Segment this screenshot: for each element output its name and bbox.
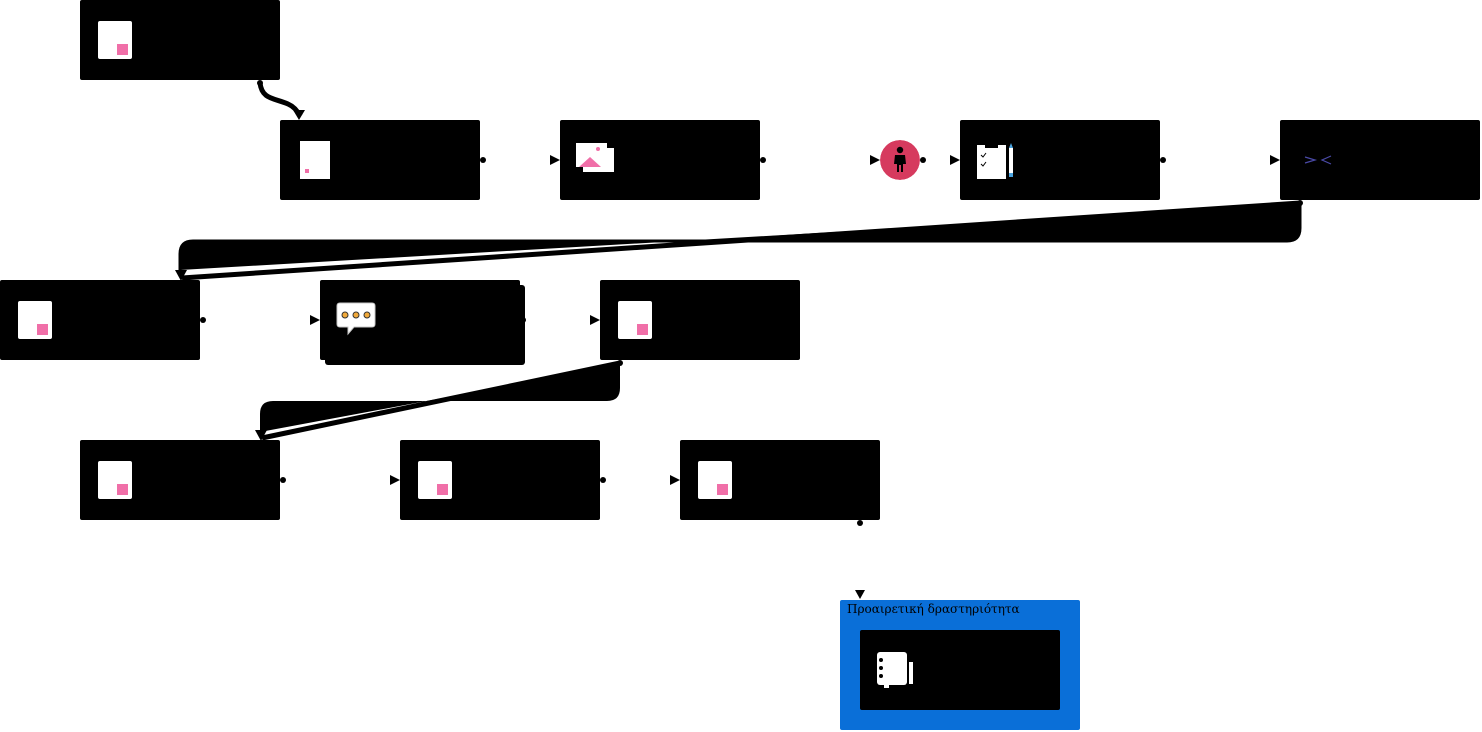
arrow-into-page-5 [255, 430, 267, 441]
notebook-pencil-icon [877, 652, 913, 688]
page-icon [618, 301, 652, 339]
node-page-6[interactable] [400, 440, 600, 520]
arrow-into-person-1 [870, 155, 880, 165]
arrow-into-code-1 [1270, 155, 1280, 165]
node-page-5[interactable] [80, 440, 280, 520]
node-page-7[interactable] [680, 440, 880, 520]
person-icon[interactable] [880, 140, 920, 180]
page-icon [98, 461, 132, 499]
node-page-4[interactable] [600, 280, 800, 360]
port-page-1-out [257, 80, 263, 86]
port-page-3-out [200, 317, 206, 323]
arrow-into-page-4 [590, 315, 600, 325]
connector-code-1-to-page-3-line [181, 200, 1301, 281]
node-notebook-1[interactable] [860, 630, 1060, 710]
port-page-6-out [600, 477, 606, 483]
group-label: Προαιρετική δραστηριότητα [847, 602, 1020, 616]
arrow-into-page-6 [390, 475, 400, 485]
port-page-2-out [480, 157, 486, 163]
small-page-icon [300, 141, 330, 179]
node-images-1[interactable] [560, 120, 760, 200]
arrow-into-images-1 [550, 155, 560, 165]
port-person-1-out [920, 157, 926, 163]
arrow-into-forum-1 [310, 315, 320, 325]
speech-bubble-icon [336, 302, 376, 336]
port-page-4-out [617, 360, 623, 366]
port-code-1-out [1297, 200, 1303, 206]
page-icon [698, 461, 732, 499]
node-page-2[interactable] [280, 120, 480, 200]
page-icon [18, 301, 52, 339]
node-forum-1[interactable] [320, 280, 520, 360]
node-code-1[interactable] [1280, 120, 1480, 200]
port-page-5-out [280, 477, 286, 483]
page-icon [98, 21, 132, 59]
arrow-into-page-7 [670, 475, 680, 485]
connector-page-4-to-page-5-line [261, 360, 621, 441]
node-assignment-1[interactable] [960, 120, 1160, 200]
port-images-1-out [760, 157, 766, 163]
arrow-into-assignment-1 [950, 155, 960, 165]
arrow-page-1-to-page-2 [293, 110, 305, 120]
port-page-7-out [857, 520, 863, 526]
port-assignment-1-out [1160, 157, 1166, 163]
page-icon [418, 461, 452, 499]
code-brackets-icon [1304, 155, 1332, 165]
arrow-into-group [855, 590, 865, 599]
node-page-3[interactable] [0, 280, 200, 360]
clipboard-pencil-icon [977, 142, 1013, 179]
node-page-1[interactable] [80, 0, 280, 80]
image-gallery-icon [576, 143, 614, 172]
arrow-into-page-3 [175, 270, 187, 281]
